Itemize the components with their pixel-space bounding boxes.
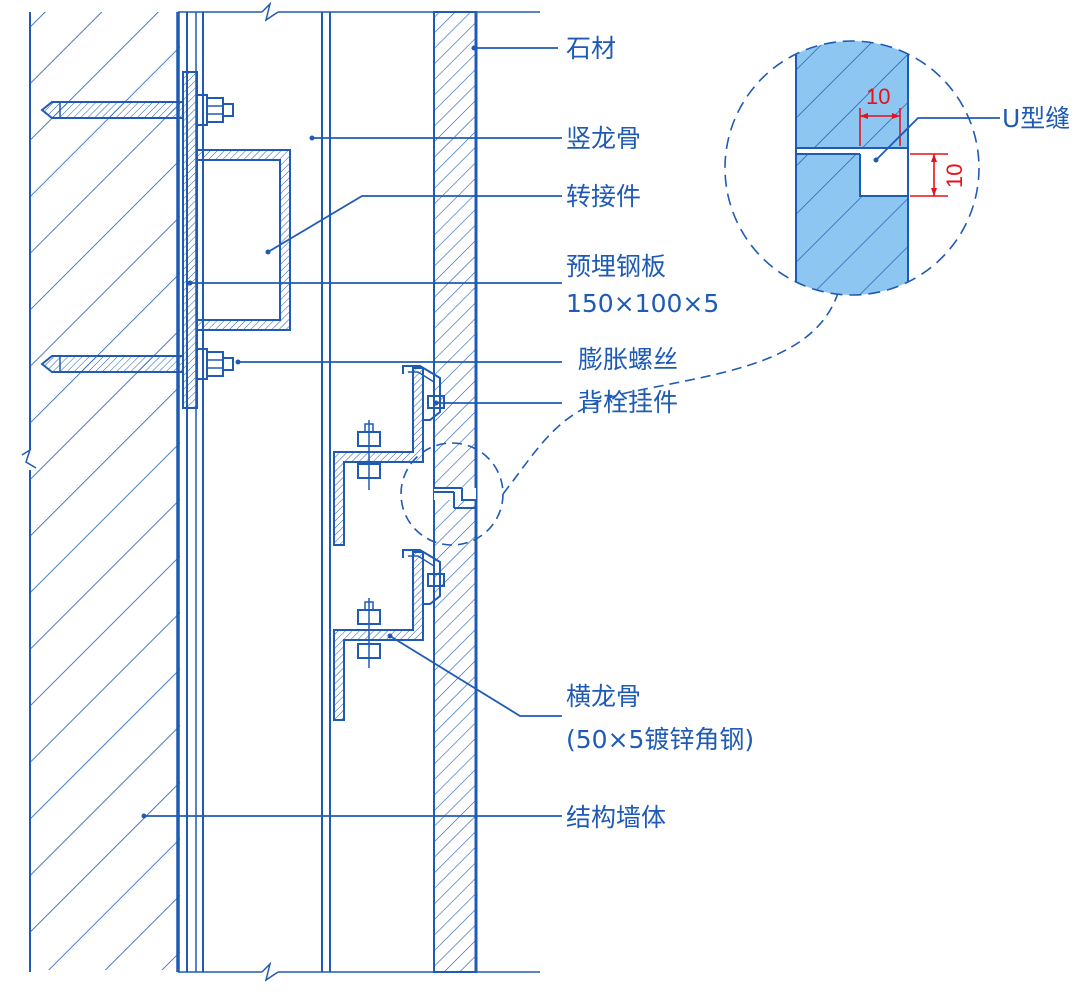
label-horizontal-keel: 横龙骨 [566,682,641,711]
label-stone: 石材 [566,34,616,63]
joint-width-value: 10 [866,84,890,109]
detail-connector-line [502,292,839,495]
expansion-bolt-bottom [40,348,234,380]
structural-wall [21,12,180,972]
label-embedded-plate: 预埋钢板 [566,252,666,281]
dimension-joint-depth: 10 [910,153,967,197]
stone-panel [433,11,478,973]
label-embedded-plate-size: 150×100×5 [566,289,719,318]
expansion-bolt-top [40,94,234,126]
label-u-joint: U型缝 [1002,104,1070,133]
label-back-bolt-hanger: 背栓挂件 [578,388,678,417]
u-joint-detail [724,40,980,296]
leader-lines [141,45,1000,819]
adapter-bracket [196,149,291,331]
label-vertical-keel: 竖龙骨 [566,124,641,153]
label-structural-wall: 结构墙体 [566,803,666,832]
horizontal-keel-upper [333,365,445,546]
dimension-joint-width: 10 [859,84,901,146]
embedded-steel-plate [182,71,198,409]
label-adapter: 转接件 [566,182,641,211]
label-expansion-bolt: 膨胀螺丝 [578,345,678,374]
vertical-keel [178,1,540,982]
label-horizontal-keel-spec: (50×5镀锌角钢) [566,725,754,754]
joint-depth-value: 10 [942,164,967,188]
